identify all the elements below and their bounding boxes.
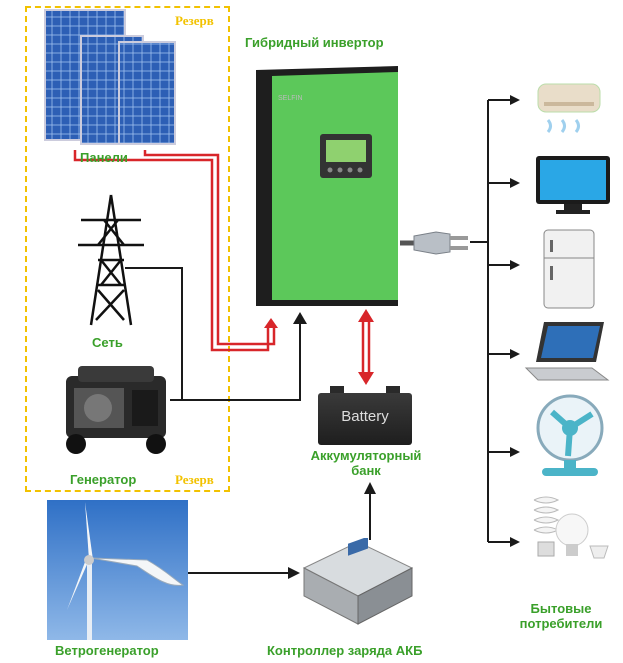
battery-terminal-right: [386, 386, 400, 393]
solar-wire: [73, 150, 276, 352]
laptop-icon: [524, 322, 610, 381]
wind-arrow: [288, 567, 300, 579]
generator-label: Генератор: [70, 472, 137, 487]
charge-controller-icon: [302, 538, 414, 625]
wind-turbine-image: [47, 500, 188, 640]
controller-arrow: [364, 482, 376, 494]
controller-label: Контроллер заряда АКБ: [267, 643, 423, 658]
consumer-arrows: [510, 95, 520, 547]
battery-terminal-left: [330, 386, 344, 393]
reserve-label-top: Резерв: [175, 13, 214, 28]
plug-icon: [400, 231, 468, 255]
wind-label: Ветрогенератор: [55, 643, 159, 658]
wind-turbine-icon: [67, 502, 185, 640]
grid-label: Сеть: [92, 335, 123, 350]
grid-arrow: [293, 312, 307, 324]
battery-bank-label: Аккумуляторный банк: [310, 448, 422, 478]
panels-label: Панели: [80, 150, 128, 165]
generator-icon: [66, 366, 166, 454]
air-conditioner-icon: [537, 83, 601, 133]
inverter-brand: SELFIN: [278, 95, 303, 102]
solar-arrow: [264, 318, 278, 328]
reserve-label-bottom: Резерв: [175, 472, 214, 487]
battery-icon: Battery: [318, 386, 412, 445]
battery-link: [361, 318, 371, 376]
fan-icon: [536, 394, 604, 476]
power-pylon-icon: [78, 194, 144, 326]
reserve-zone: [25, 6, 230, 492]
hybrid-inverter-icon: [256, 66, 398, 306]
consumers-label: Бытовые потребители: [519, 601, 603, 631]
solar-panels-icon: [44, 9, 176, 145]
battery-text: Battery: [341, 408, 389, 425]
light-bulbs-icon: [533, 496, 609, 559]
fridge-icon: [543, 229, 595, 309]
inverter-label: Гибридный инвертор: [245, 35, 384, 50]
grid-generator-wire: [125, 267, 301, 401]
consumer-bus: [470, 99, 512, 543]
tv-icon: [536, 156, 610, 214]
